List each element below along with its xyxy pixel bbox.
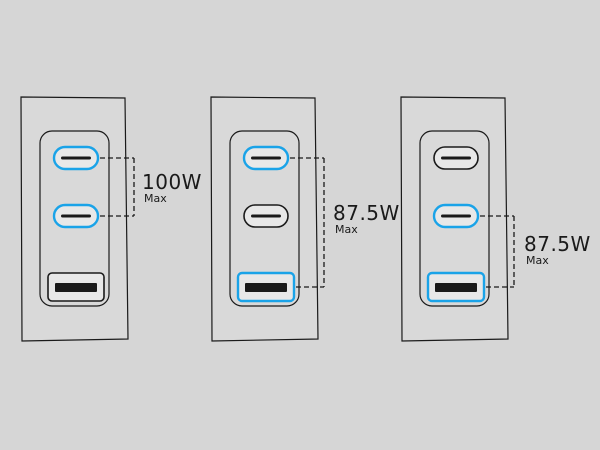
usb-c-tongue-2: [61, 214, 91, 218]
usb-c-tongue-1: [441, 156, 471, 160]
usb-c-tongue-1: [251, 156, 281, 160]
power-label-config-1: 100W: [142, 170, 202, 194]
power-label-config-2: 87.5W: [333, 201, 400, 225]
usb-a-tongue: [245, 283, 287, 292]
charger-config-1: [20, 96, 135, 342]
usb-c-tongue-2: [251, 214, 281, 218]
max-label-config-3: Max: [526, 254, 549, 267]
usb-c-tongue-1: [61, 156, 91, 160]
usb-a-tongue: [435, 283, 477, 292]
max-label-config-1: Max: [144, 192, 167, 205]
usb-a-tongue: [55, 283, 97, 292]
max-label-config-2: Max: [335, 223, 358, 236]
usb-c-tongue-2: [441, 214, 471, 218]
power-label-config-3: 87.5W: [524, 232, 591, 256]
charger-config-3: [400, 96, 515, 342]
charger-config-2: [210, 96, 325, 342]
